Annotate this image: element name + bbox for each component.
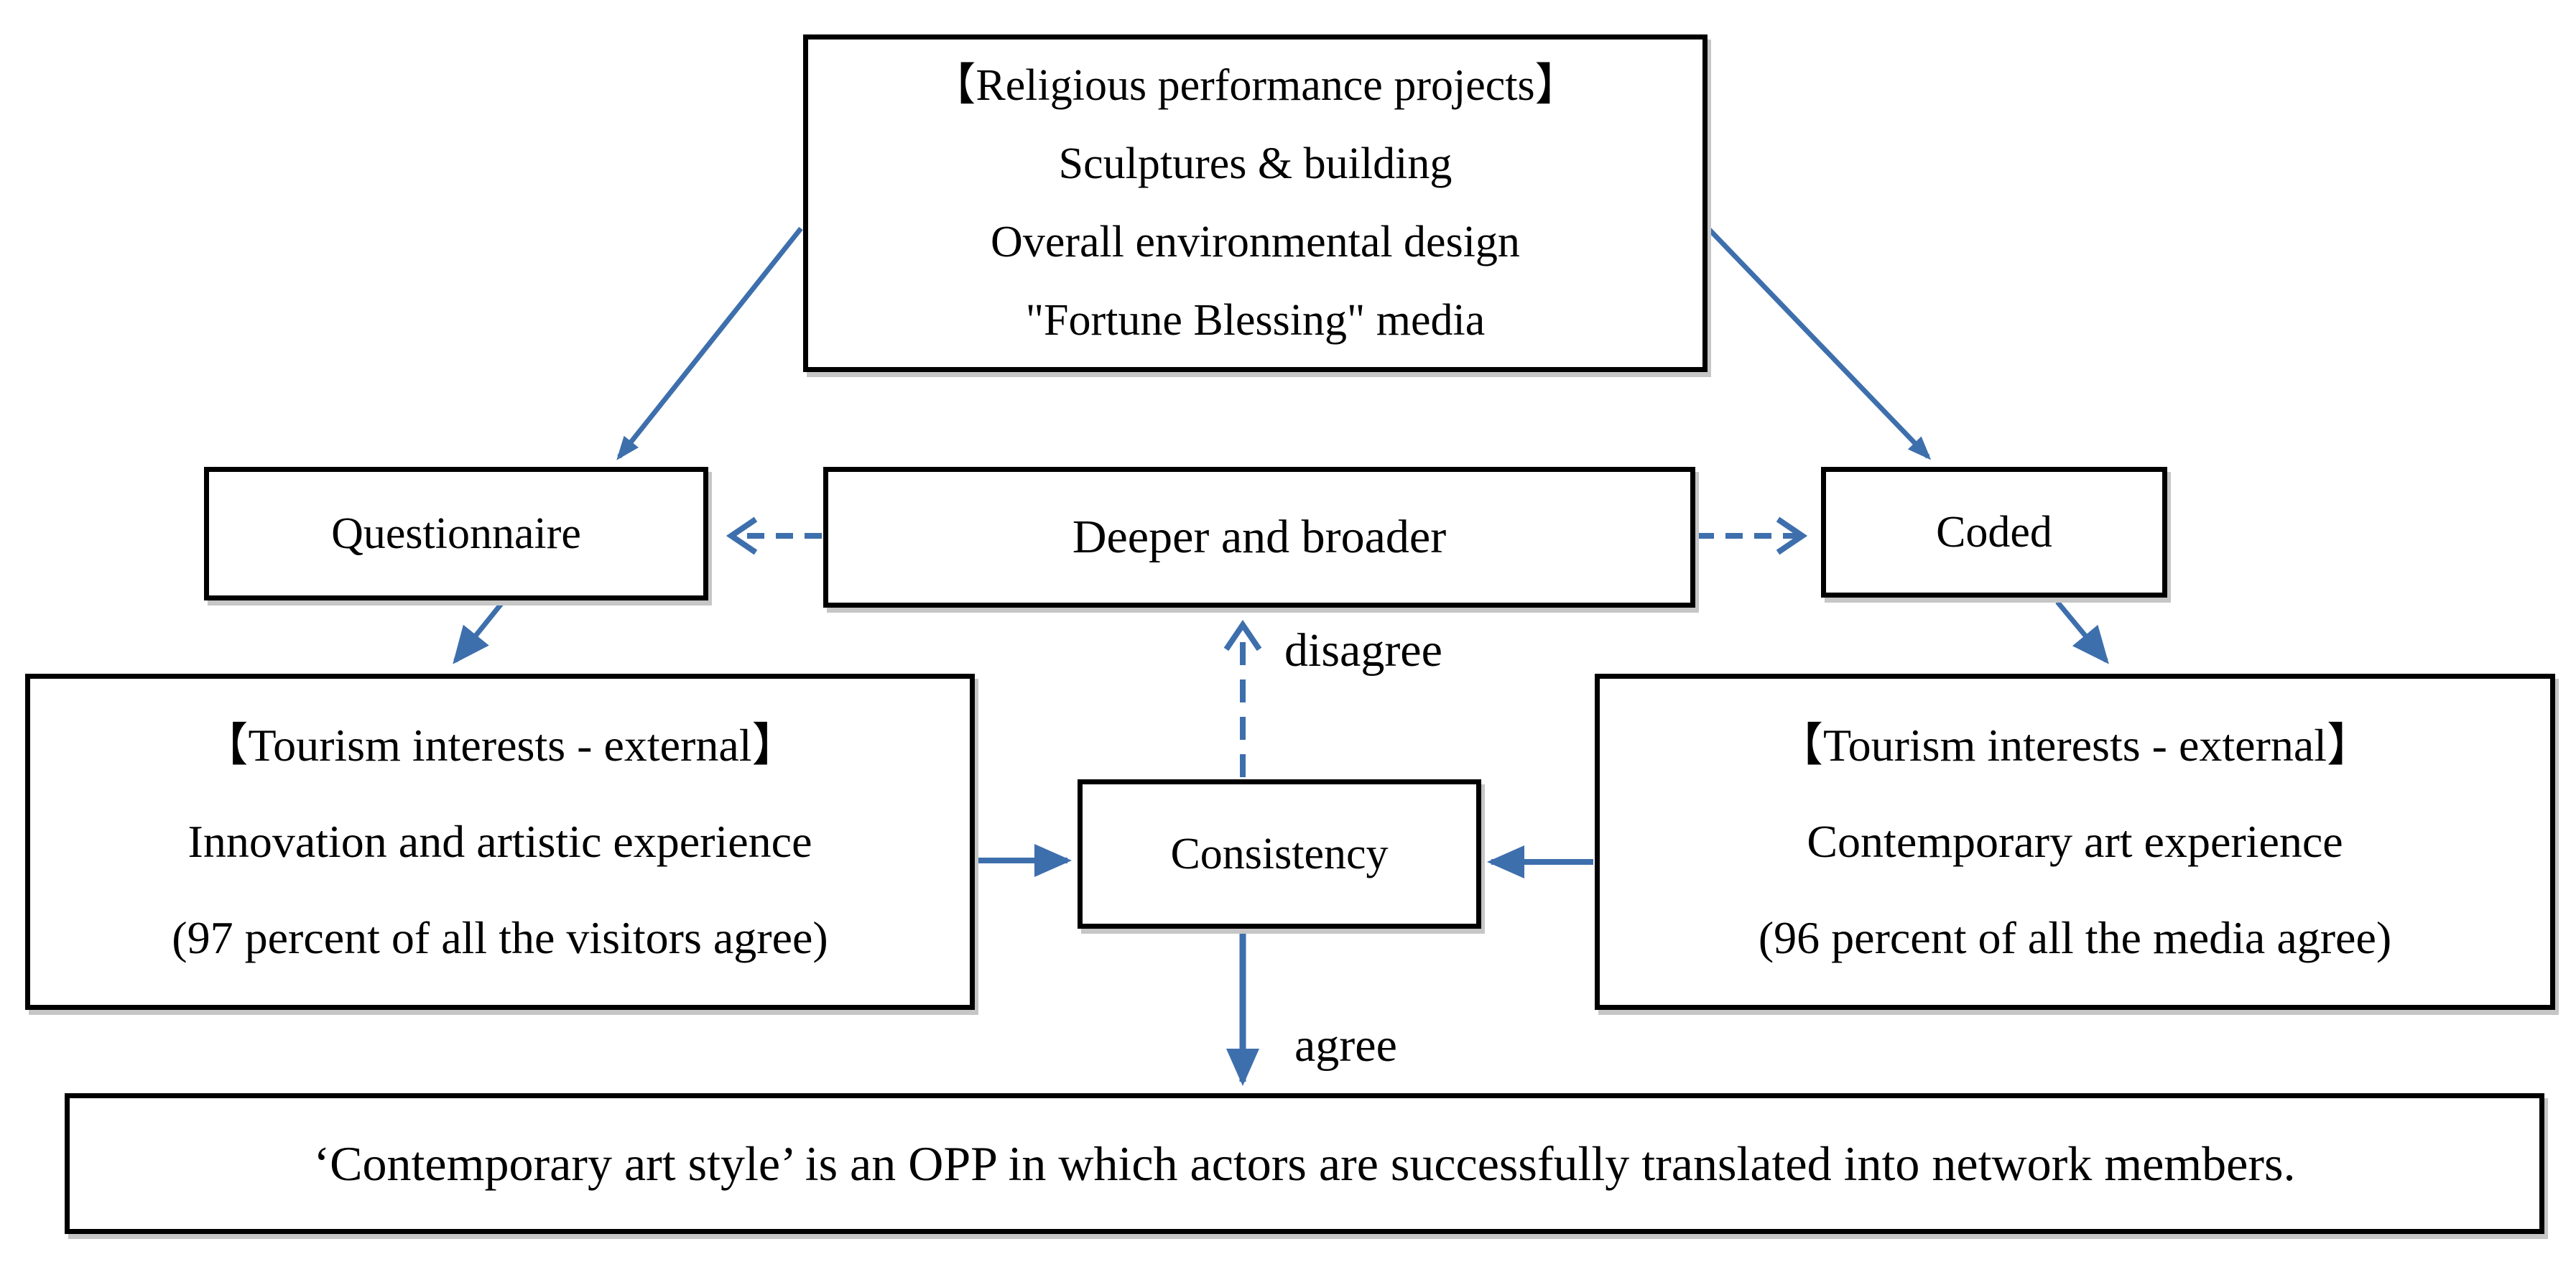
tourism-interests-left-box: 【Tourism interests - external】 Innovatio… [25, 674, 975, 1010]
conclusion-box: ‘Contemporary art style’ is an OPP in wh… [65, 1093, 2544, 1234]
tourism-left-item: Innovation and artistic experience [187, 816, 812, 867]
coded-label: Coded [1936, 507, 2052, 557]
tourism-interests-right-box: 【Tourism interests - external】 Contempor… [1595, 674, 2555, 1010]
tourism-right-item: Contemporary art experience [1807, 816, 2343, 867]
coded-box: Coded [1821, 467, 2167, 598]
conclusion-text: ‘Contemporary art style’ is an OPP in wh… [313, 1136, 2296, 1191]
tourism-left-item: (97 percent of all the visitors agree) [172, 912, 828, 963]
tourism-left-title: 【Tourism interests - external】 [202, 720, 798, 771]
religious-projects-title: 【Religious performance projects】 [931, 61, 1580, 110]
tourism-right-title: 【Tourism interests - external】 [1776, 720, 2373, 771]
disagree-label: disagree [1284, 624, 1442, 677]
deeper-and-broader-box: Deeper and broader [823, 467, 1695, 608]
arrow-questionnaire-to-tourism-left [453, 600, 505, 664]
questionnaire-box: Questionnaire [204, 467, 708, 600]
agree-label: agree [1294, 1019, 1397, 1072]
religious-projects-item: Sculptures & building [1058, 139, 1453, 188]
questionnaire-label: Questionnaire [331, 509, 581, 558]
religious-projects-item: Overall environmental design [991, 218, 1520, 266]
consistency-label: Consistency [1170, 829, 1389, 878]
arrow-religious-to-questionnaire [616, 226, 803, 460]
religious-projects-box: 【Religious performance projects】 Sculptu… [803, 34, 1708, 372]
arrow-coded-to-tourism-right [2055, 600, 2109, 664]
consistency-box: Consistency [1078, 779, 1481, 929]
arrow-religious-to-coded [1706, 226, 1932, 460]
religious-projects-item: "Fortune Blessing" media [1025, 296, 1486, 345]
tourism-right-item: (96 percent of all the media agree) [1758, 912, 2392, 963]
deeper-and-broader-label: Deeper and broader [1072, 511, 1447, 563]
